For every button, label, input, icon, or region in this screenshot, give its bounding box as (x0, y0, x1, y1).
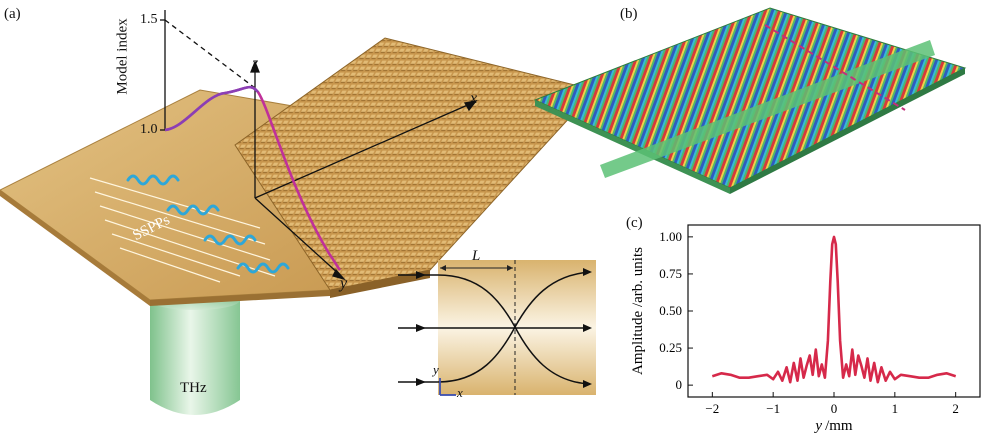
metasurface-grating (234, 37, 596, 291)
x-axis-label: y/mm (813, 418, 853, 434)
amplitude-line (711, 235, 957, 384)
axis-y-label: y (340, 275, 348, 292)
sspp-wave-icons (126, 174, 290, 274)
inset-axis-x: x (457, 385, 463, 400)
y-tick-label: 0 (676, 377, 683, 392)
y-tick-label: 0.75 (659, 266, 682, 281)
y-axis-label: Amplitude /arb. units (630, 247, 646, 375)
panel-a-figure (0, 10, 596, 415)
panel-a-label: (a) (4, 6, 21, 22)
panel-b-label: (b) (620, 6, 638, 22)
x-tick-label: 0 (831, 401, 838, 416)
chart-frame (687, 224, 981, 398)
model-index-axis (160, 10, 256, 131)
tick-1-5: 1.5 (140, 12, 158, 27)
axis-z-label: z (252, 55, 259, 72)
inset-length-label: L (472, 248, 481, 264)
panel-c-label: (c) (626, 215, 643, 231)
panel-b-field-map (533, 7, 967, 194)
x-tick-label: −1 (766, 401, 780, 416)
amplitude-chart: −2 −1 0 1 2 0 0.25 0.50 0.75 1.00 y/mm Amplitude /a… (630, 224, 981, 434)
x-tick-label: 1 (892, 401, 899, 416)
axes-3d (250, 60, 478, 281)
tick-1-0: 1.0 (140, 122, 158, 137)
x-tick-label: 2 (952, 401, 959, 416)
inset-axis-y: y (433, 362, 439, 377)
y-tick-label: 0.50 (659, 303, 682, 318)
x-tick-label: −2 (705, 401, 719, 416)
y-tick-label: 1.00 (659, 229, 682, 244)
y-tick-label: 0.25 (659, 340, 682, 355)
focusing-inset (398, 260, 596, 396)
axis-x-label: x (470, 90, 478, 107)
thz-label: THz (180, 380, 207, 396)
model-index-title: Model index (114, 18, 131, 95)
